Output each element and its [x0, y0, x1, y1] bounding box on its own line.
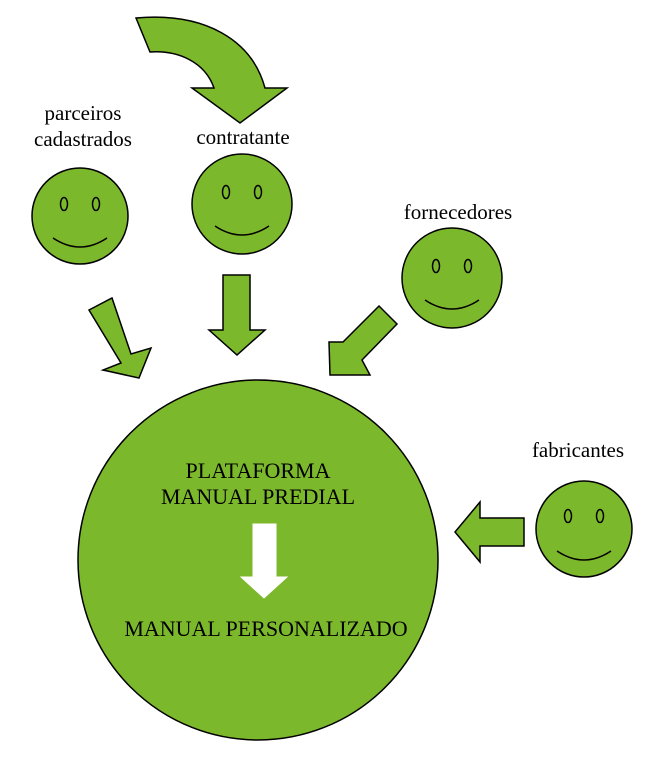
label-parceiros-line2: cadastrados [34, 127, 132, 151]
platform-title: PLATAFORMA MANUAL PREDIAL [108, 458, 408, 510]
label-fornecedores-line1: fornecedores [403, 200, 513, 224]
arrow-fabricantes-icon [454, 499, 525, 565]
arrow-contratante-icon [207, 274, 267, 357]
label-contratante-line1: contratante [196, 125, 290, 149]
label-fabricantes: fabricantes [508, 437, 648, 463]
label-parceiros: parceiros cadastrados [18, 100, 148, 152]
label-fornecedores: fornecedores [383, 199, 533, 225]
white-down-arrow-icon [239, 523, 289, 599]
smiley-fornecedores-icon [401, 227, 503, 329]
curved-arrow-icon [134, 16, 290, 124]
smiley-fabricantes-icon [535, 480, 633, 578]
arrow-parceiros-icon [87, 296, 153, 379]
output-label: MANUAL PERSONALIZADO [88, 616, 444, 642]
output-label-text: MANUAL PERSONALIZADO [124, 616, 408, 641]
label-fabricantes-line1: fabricantes [531, 438, 625, 462]
smiley-contratante-icon [191, 153, 293, 255]
platform-title-line1: PLATAFORMA [185, 458, 331, 483]
label-parceiros-line1: parceiros [44, 101, 122, 125]
label-contratante: contratante [178, 124, 308, 150]
arrow-fornecedores-icon [328, 304, 399, 376]
smiley-parceiros-icon [31, 167, 129, 265]
platform-title-line2: MANUAL PREDIAL [160, 484, 356, 509]
